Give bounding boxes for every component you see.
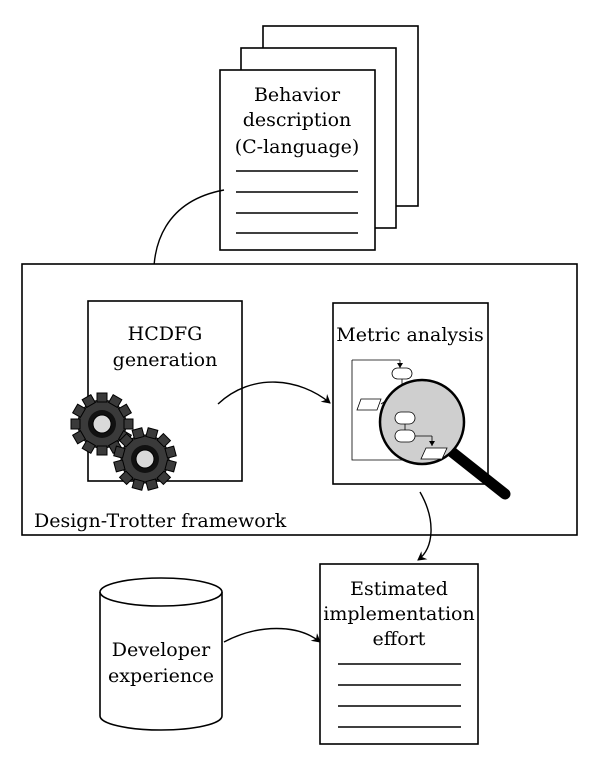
gear-icon bbox=[70, 392, 177, 491]
hcdfg-title-line2: generation bbox=[113, 349, 218, 371]
developer-title-line1: Developer bbox=[112, 639, 211, 661]
developer-title-line2: experience bbox=[108, 665, 214, 687]
framework-label: Design-Trotter framework bbox=[34, 510, 287, 532]
arrow-metric-to-estimated bbox=[417, 491, 432, 561]
behavior-title-line1: Behavior bbox=[254, 84, 341, 106]
arrow-hcdfg-to-metric bbox=[217, 381, 331, 405]
behavior-description-document: Behavior description (C-language) bbox=[219, 25, 419, 251]
estimated-title-line2: implementation bbox=[323, 603, 474, 625]
estimated-title-line1: Estimated bbox=[350, 578, 448, 600]
estimated-title-line3: effort bbox=[373, 628, 426, 650]
metric-title: Metric analysis bbox=[336, 324, 483, 346]
arrow-developer-to-estimated bbox=[223, 627, 321, 643]
behavior-title-line2: description bbox=[243, 109, 352, 131]
hcdfg-title-line1: HCDFG bbox=[128, 323, 203, 345]
behavior-title-line3: (C-language) bbox=[235, 136, 360, 158]
estimated-effort-document: Estimated implementation effort bbox=[319, 563, 479, 745]
magnifying-glass-icon bbox=[378, 378, 511, 500]
developer-experience-database: Developer experience bbox=[99, 577, 223, 731]
